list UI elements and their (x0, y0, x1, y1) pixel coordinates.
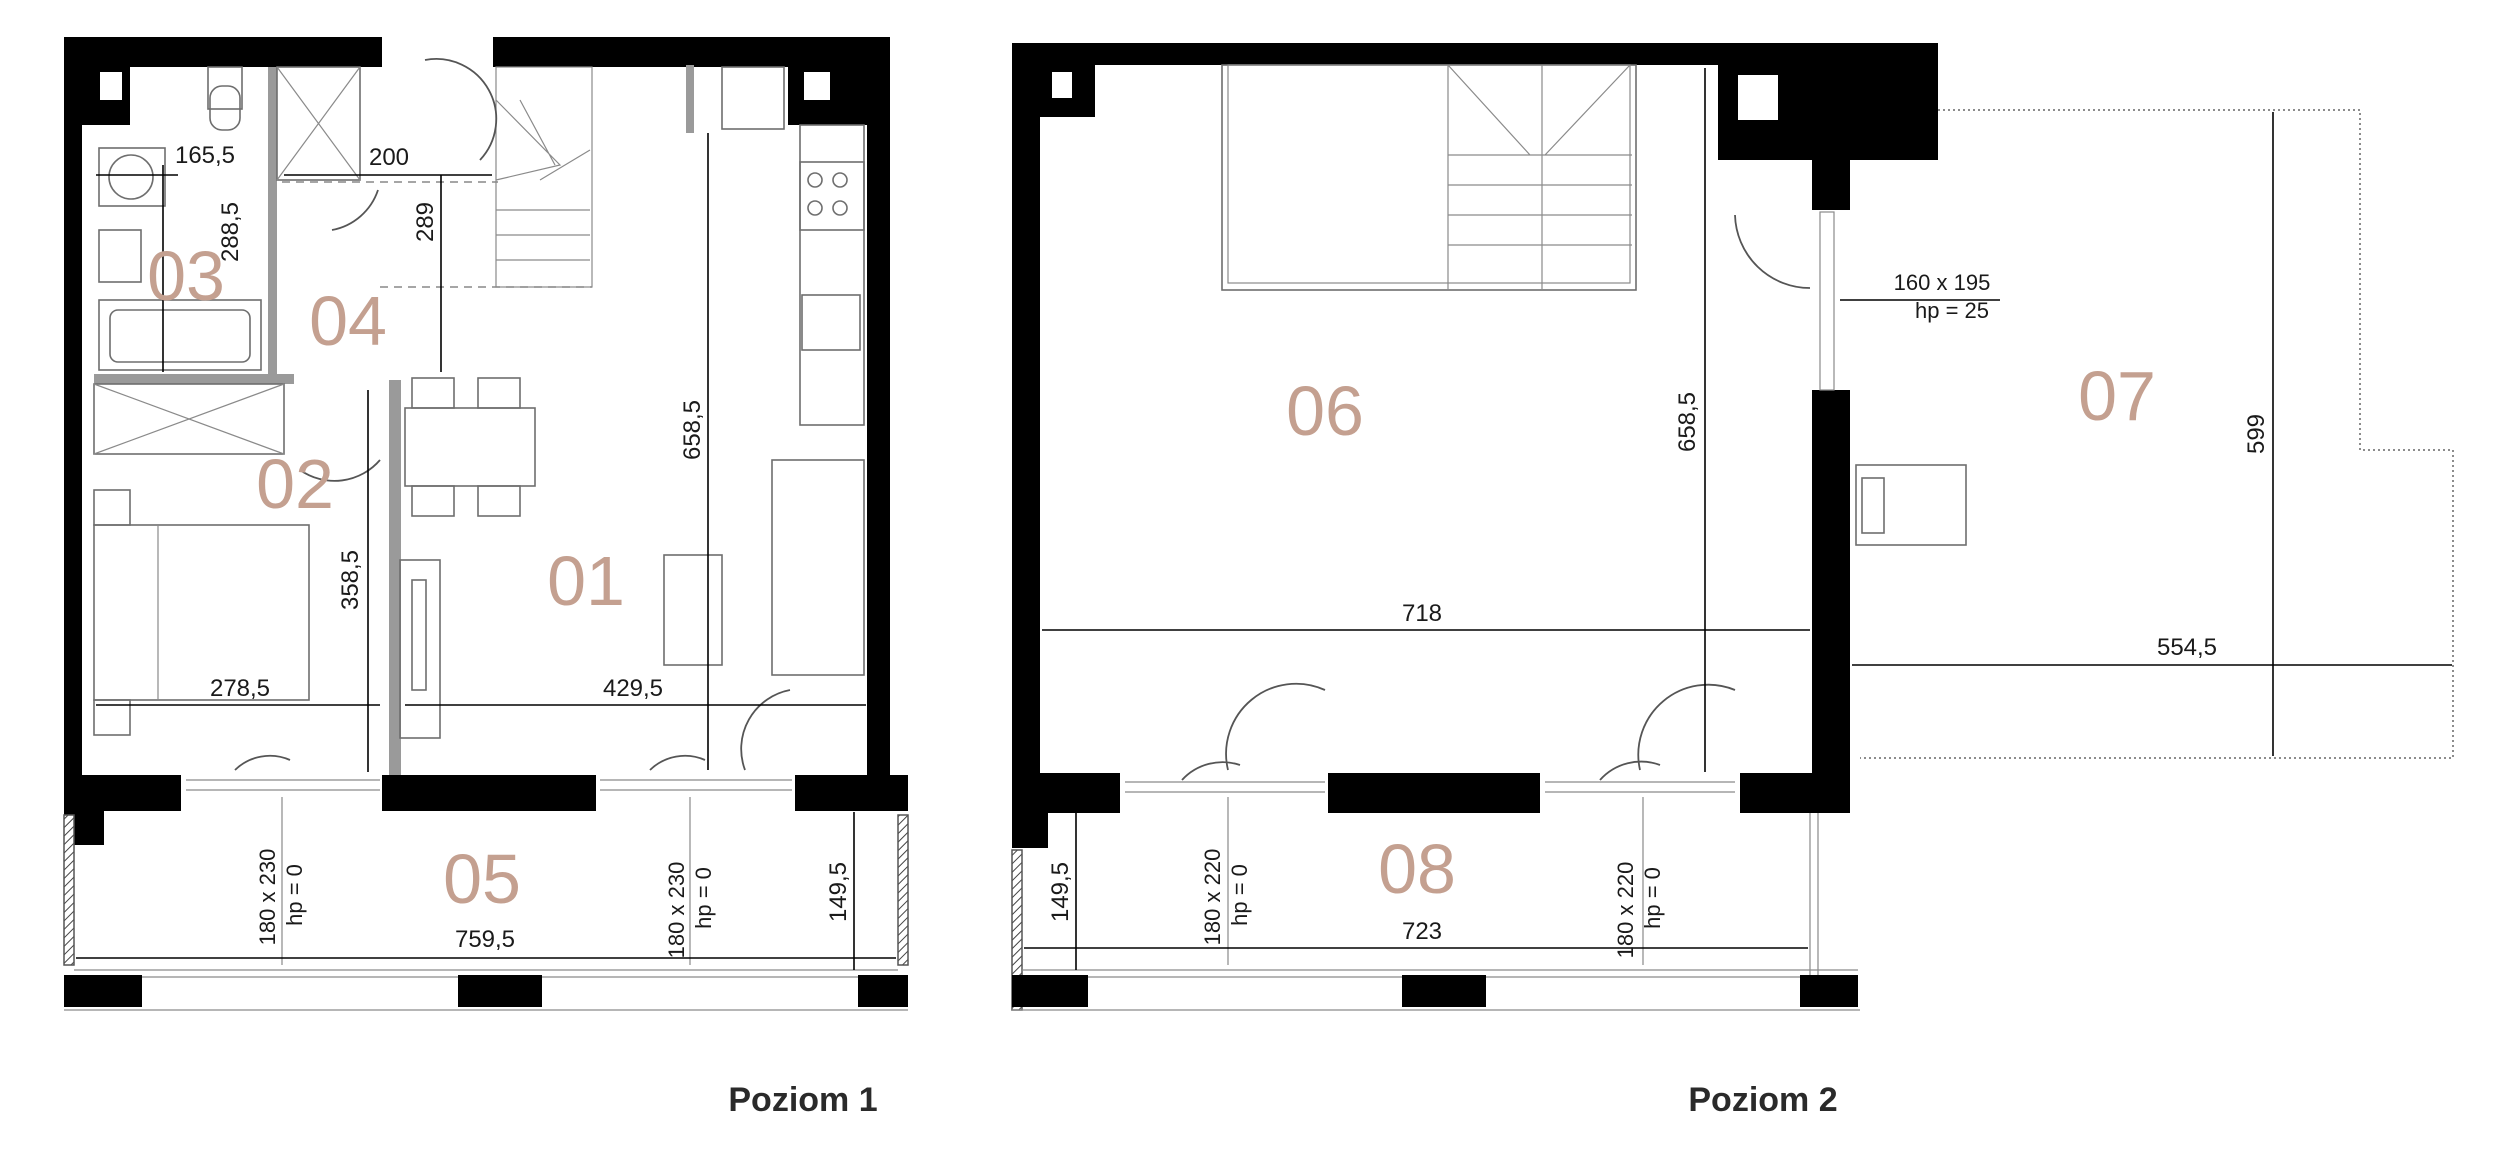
dimension-label: 658,5 (1674, 392, 1701, 452)
dimension-label: 759,5 (455, 926, 515, 953)
dimension-label: 165,5 (175, 142, 235, 169)
window-size-label: 180 x 220 (1613, 862, 1638, 959)
dimension-label: 149,5 (1047, 862, 1074, 922)
dimension-label: 554,5 (2157, 634, 2217, 661)
room-label-05: 05 (443, 840, 521, 918)
dimension-label: 718 (1402, 600, 1442, 627)
level-1-title: Poziom 1 (728, 1081, 877, 1119)
level-2-title: Poziom 2 (1688, 1081, 1837, 1119)
dimension-label: 358,5 (337, 550, 364, 610)
dimension-label: 429,5 (603, 675, 663, 702)
dimension-label: 599 (2243, 414, 2270, 454)
room-label-01: 01 (547, 542, 625, 620)
window-size-label: 180 x 230 (664, 862, 689, 959)
dimension-label: 289 (412, 202, 439, 242)
room-label-04: 04 (309, 282, 387, 360)
dimension-label: 723 (1402, 918, 1442, 945)
dimension-label: 658,5 (679, 400, 706, 460)
window-hp-label: hp = 25 (1915, 298, 1989, 323)
level-2-plan (1011, 43, 2454, 1011)
room-label-07: 07 (2078, 357, 2156, 435)
dimension-label: 288,5 (217, 202, 244, 262)
dimension-label: 149,5 (825, 862, 852, 922)
window-hp-label: hp = 0 (1640, 867, 1665, 929)
window-size-label: 180 x 220 (1200, 849, 1225, 946)
dimension-label: 278,5 (210, 675, 270, 702)
window-hp-label: hp = 0 (691, 867, 716, 929)
window-size-label: 160 x 195 (1894, 270, 1991, 295)
window-size-label: 180 x 230 (255, 849, 280, 946)
dimension-label: 200 (369, 144, 409, 171)
room-label-02: 02 (256, 445, 334, 523)
room-label-03: 03 (147, 237, 225, 315)
window-hp-label: hp = 0 (1227, 864, 1252, 926)
window-hp-label: hp = 0 (282, 864, 307, 926)
level-1-plan (63, 37, 909, 1011)
room-label-06: 06 (1286, 372, 1364, 450)
room-label-08: 08 (1378, 830, 1456, 908)
